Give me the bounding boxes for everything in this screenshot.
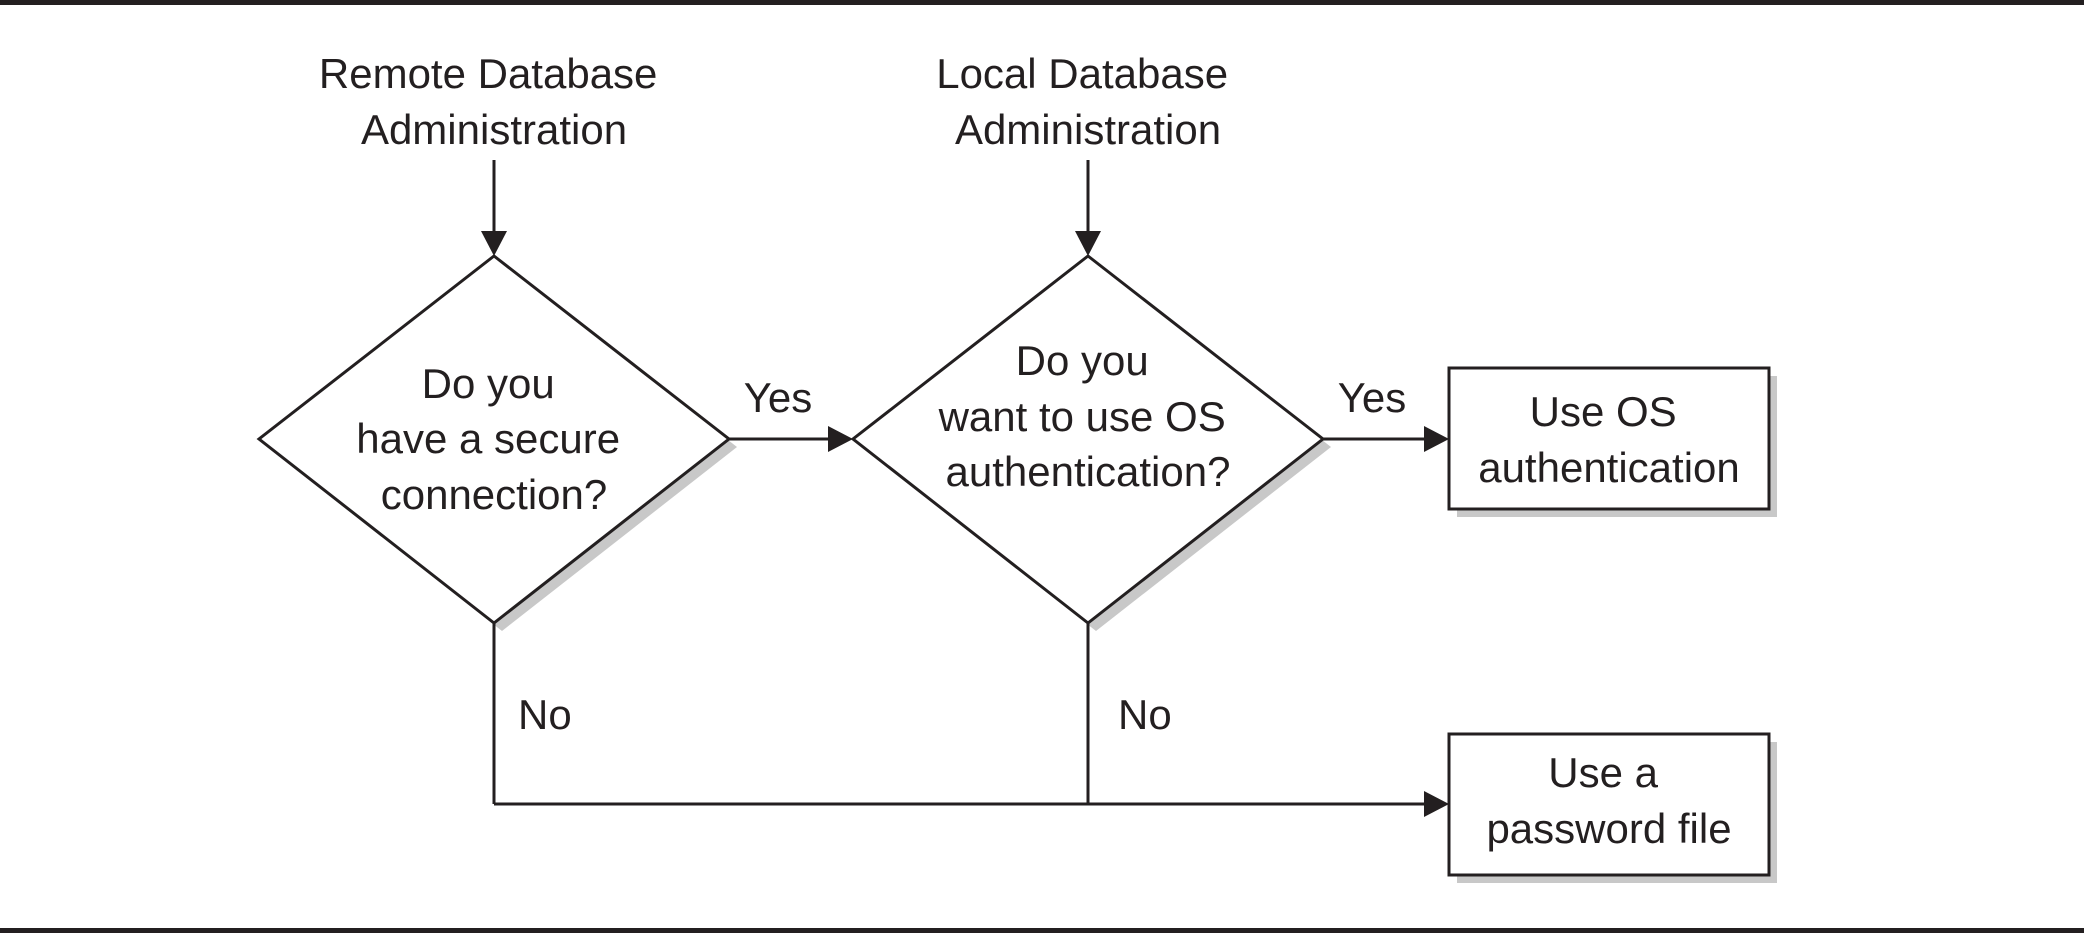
secure-decision-line-3: connection? <box>381 471 608 518</box>
local-start-label: Local Database Administration <box>936 50 1240 153</box>
remote-start-line-2: Administration <box>361 106 627 153</box>
use-password-file-line-1: Use a <box>1548 749 1658 796</box>
secure-decision-label: Do you have a secure connection? <box>356 360 632 518</box>
secure-no-label: No <box>518 691 572 738</box>
os-decision-line-3: authentication? <box>946 448 1231 495</box>
os-yes-arrowhead <box>1424 426 1449 452</box>
use-os-auth-box <box>1447 366 1771 511</box>
os-decision-line-1: Do you <box>1016 337 1149 384</box>
top-rule <box>0 0 2084 5</box>
os-decision-label: Do you want to use OS authentication? <box>938 337 1238 495</box>
secure-yes-label: Yes <box>744 374 813 421</box>
remote-start-label: Remote Database Administration <box>319 50 669 153</box>
use-password-file-label: Use a password file <box>1486 749 1731 852</box>
local-start-arrowhead <box>1075 231 1101 256</box>
local-start-line-2: Administration <box>955 106 1221 153</box>
remote-start-arrowhead <box>481 231 507 256</box>
secure-decision-line-2: have a secure <box>356 415 620 462</box>
use-os-auth-label: Use OS authentication <box>1478 388 1740 491</box>
os-decision-line-2: want to use OS <box>938 393 1226 440</box>
use-os-auth-line-1: Use OS <box>1530 388 1677 435</box>
use-password-file-box <box>1447 732 1771 877</box>
bottom-rule <box>0 928 2084 933</box>
os-no-label: No <box>1118 691 1172 738</box>
secure-yes-arrowhead <box>828 426 853 452</box>
os-yes-label: Yes <box>1338 374 1407 421</box>
use-os-auth-line-2: authentication <box>1478 444 1740 491</box>
secure-decision-line-1: Do you <box>422 360 555 407</box>
use-password-file-line-2: password file <box>1486 805 1731 852</box>
local-start-line-1: Local Database <box>936 50 1228 97</box>
no-merge-arrowhead <box>1424 791 1449 817</box>
remote-start-line-1: Remote Database <box>319 50 658 97</box>
